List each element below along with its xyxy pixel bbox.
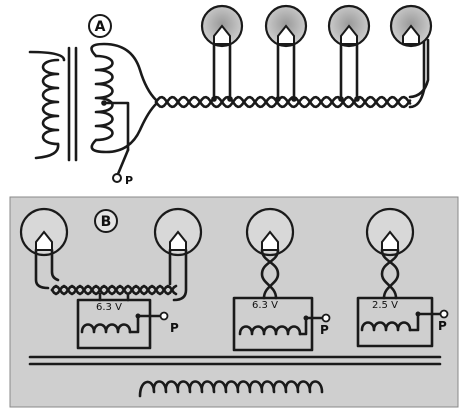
panel-b-primary-winding — [138, 380, 324, 398]
panel-b-bulb-2 — [153, 207, 203, 302]
panel-b-winding-1: 6.3 V P — [76, 298, 179, 350]
panel-b-winding-2: 6.3 V P — [232, 296, 331, 352]
panel-b-bulb-4 — [365, 207, 415, 300]
panel-a-twisted-pair-wire-1 — [154, 95, 412, 109]
panel-a-tap-terminal: P — [112, 173, 133, 187]
panel-b-bulb-1 — [19, 207, 69, 290]
panel-a-tap-label: P — [125, 174, 133, 187]
panel-b-transformer-core — [28, 355, 442, 366]
panel-a-bulb-4 — [389, 4, 433, 48]
panel-a-primary-winding — [28, 50, 66, 160]
panel-b: B 6.3 V P 6.3 V P 2.5 V — [9, 196, 459, 408]
panel-a: A P — [28, 4, 433, 187]
panel-a-twisted-pair-wire-2 — [154, 95, 412, 109]
panel-b-winding-3-voltage: 2.5 V — [372, 300, 398, 311]
panel-b-bulb-3 — [245, 207, 295, 300]
panel-b-bulbs — [19, 207, 415, 302]
panel-b-twisted-pair-wire-2 — [50, 284, 178, 296]
panel-a-bulb-1 — [200, 4, 244, 102]
panel-b-winding-1-voltage: 6.3 V — [96, 302, 122, 313]
panel-a-twisted-pair — [154, 38, 430, 109]
panel-a-label-badge: A — [88, 14, 112, 38]
panel-a-secondary-winding — [90, 42, 158, 176]
panel-a-label: A — [95, 19, 106, 35]
panel-b-winding-3-tap-label: P — [438, 319, 447, 333]
panel-a-transformer-core — [67, 46, 78, 162]
panel-b-label: B — [101, 214, 112, 230]
panel-b-winding-2-tap-label: P — [320, 323, 329, 337]
panel-b-winding-2-voltage: 6.3 V — [252, 300, 278, 311]
panel-a-bulb-2 — [264, 4, 308, 102]
panel-b-winding-1-tap-label: P — [170, 321, 179, 335]
panel-a-bulb-3 — [327, 4, 371, 102]
panel-a-bulbs — [200, 4, 433, 102]
panel-b-winding-3: 2.5 V P — [356, 296, 449, 348]
panel-b-label-badge: B — [94, 209, 118, 233]
